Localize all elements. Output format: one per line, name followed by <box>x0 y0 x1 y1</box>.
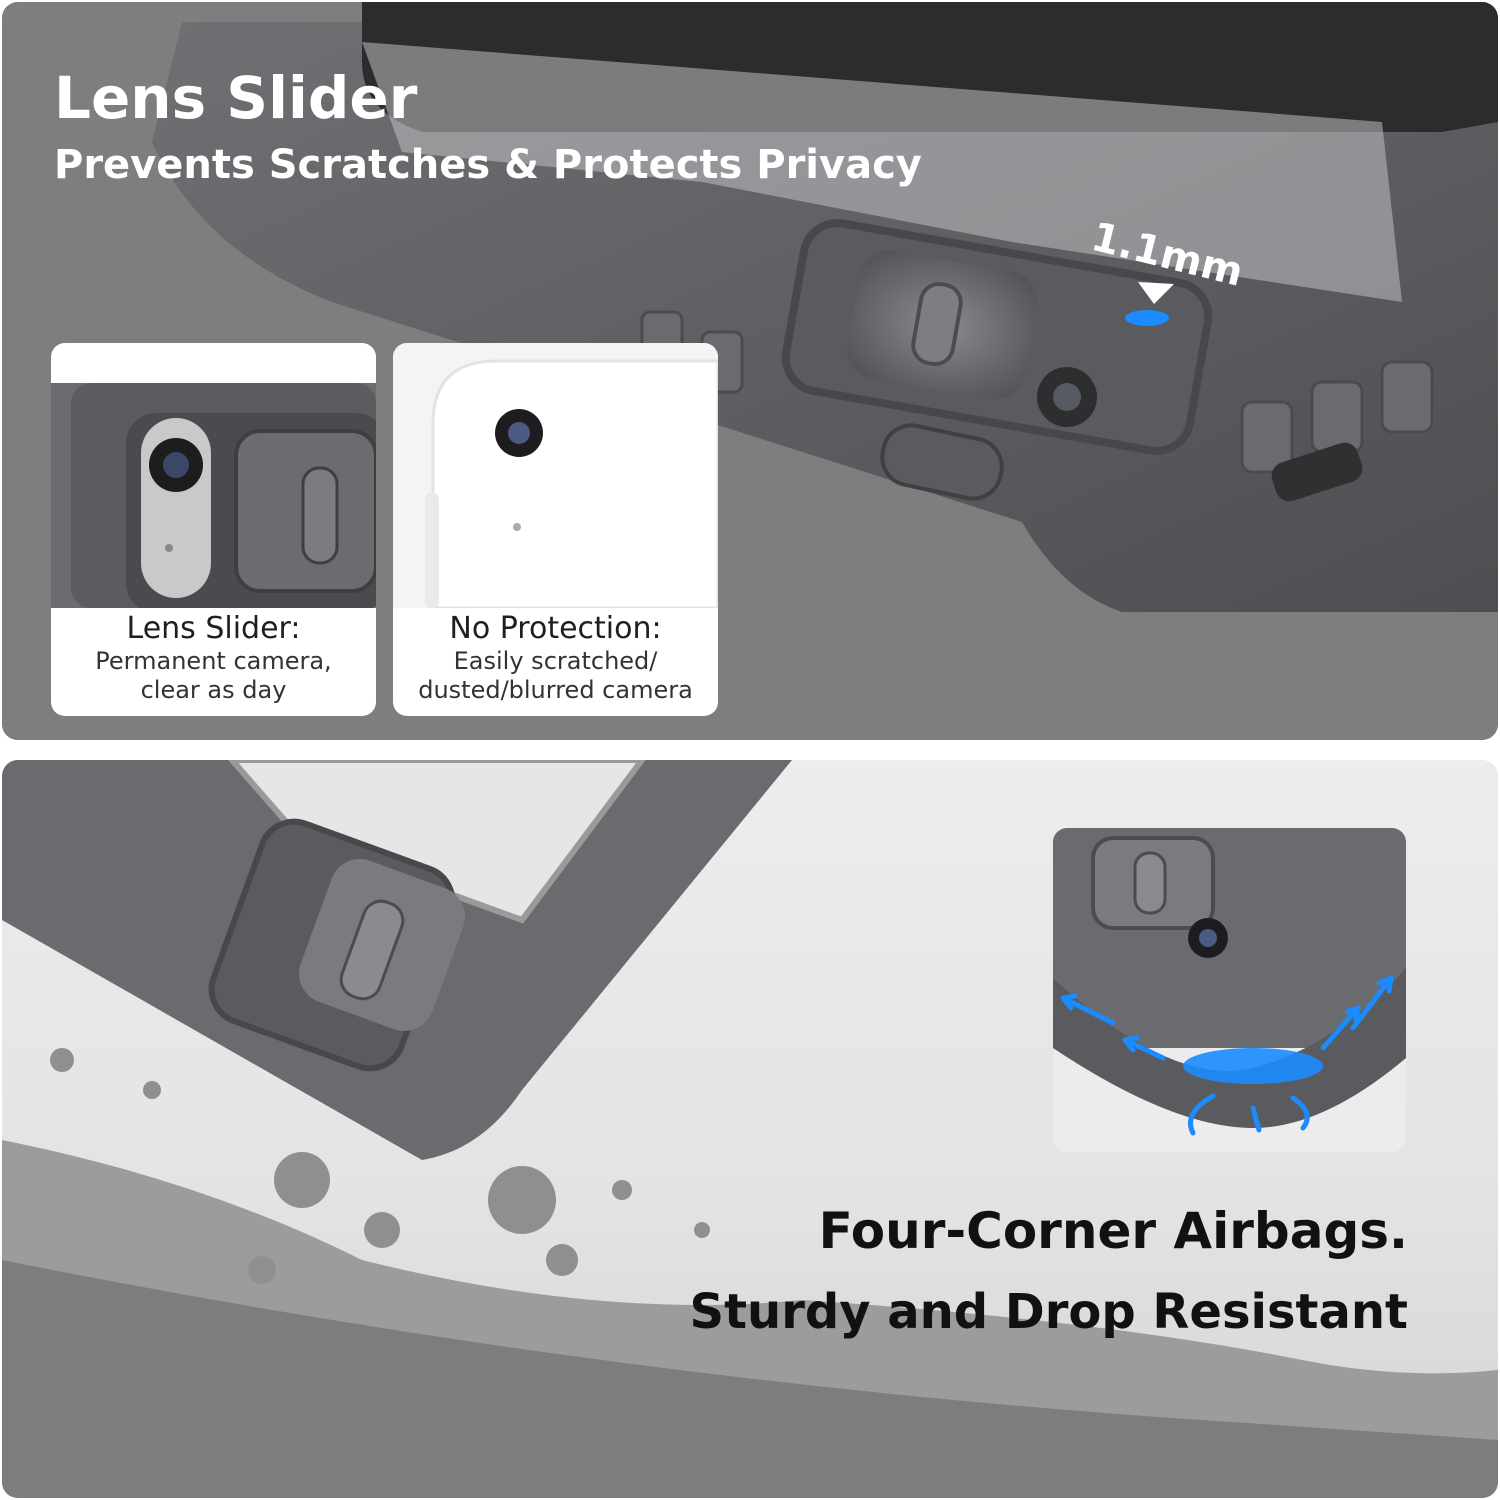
card-description-line: dusted/blurred camera <box>418 676 693 704</box>
card-description-line: clear as day <box>140 676 287 704</box>
section-subtitle: Sturdy and Drop Resistant <box>689 1284 1408 1340</box>
airbag-detail-inset <box>1053 828 1406 1152</box>
card-description-line: Permanent camera, <box>95 647 332 675</box>
section-title: Four-Corner Airbags. <box>818 1202 1408 1260</box>
camera-lens-icon <box>149 438 203 492</box>
slider-cover-icon <box>208 818 465 1072</box>
section-title: Lens Slider <box>54 64 418 132</box>
impact-arrow-icon <box>1060 975 1394 1136</box>
comparison-card-no-protection: No Protection: Easily scratched/ dusted/… <box>393 343 718 716</box>
camera-lens-icon <box>1037 367 1097 427</box>
card-description-line: Easily scratched/ <box>453 647 658 675</box>
drop-test-photo <box>2 760 1498 1498</box>
camera-lens-icon <box>495 409 543 457</box>
unprotected-tablet-photo <box>393 343 718 608</box>
section-subtitle: Prevents Scratches & Protects Privacy <box>54 142 922 188</box>
camera-lens-icon <box>1188 918 1228 958</box>
airbag-corner-photo <box>1053 828 1406 1152</box>
tablet-case-photo <box>2 2 1498 740</box>
comparison-card-lens-slider: Lens Slider: Permanent camera, clear as … <box>51 343 376 716</box>
lens-slider-panel: Lens Slider Prevents Scratches & Protect… <box>2 2 1498 740</box>
card-heading: No Protection: <box>449 611 662 646</box>
card-heading: Lens Slider: <box>126 611 301 646</box>
slider-cover-icon <box>1091 836 1215 930</box>
slider-cover-icon <box>846 250 1038 400</box>
lens-slider-photo <box>51 343 376 608</box>
card-caption: No Protection: Easily scratched/ dusted/… <box>393 611 718 705</box>
slider-cover-icon <box>234 429 376 593</box>
airbag-panel <box>2 760 1498 1498</box>
card-caption: Lens Slider: Permanent camera, clear as … <box>51 611 376 705</box>
